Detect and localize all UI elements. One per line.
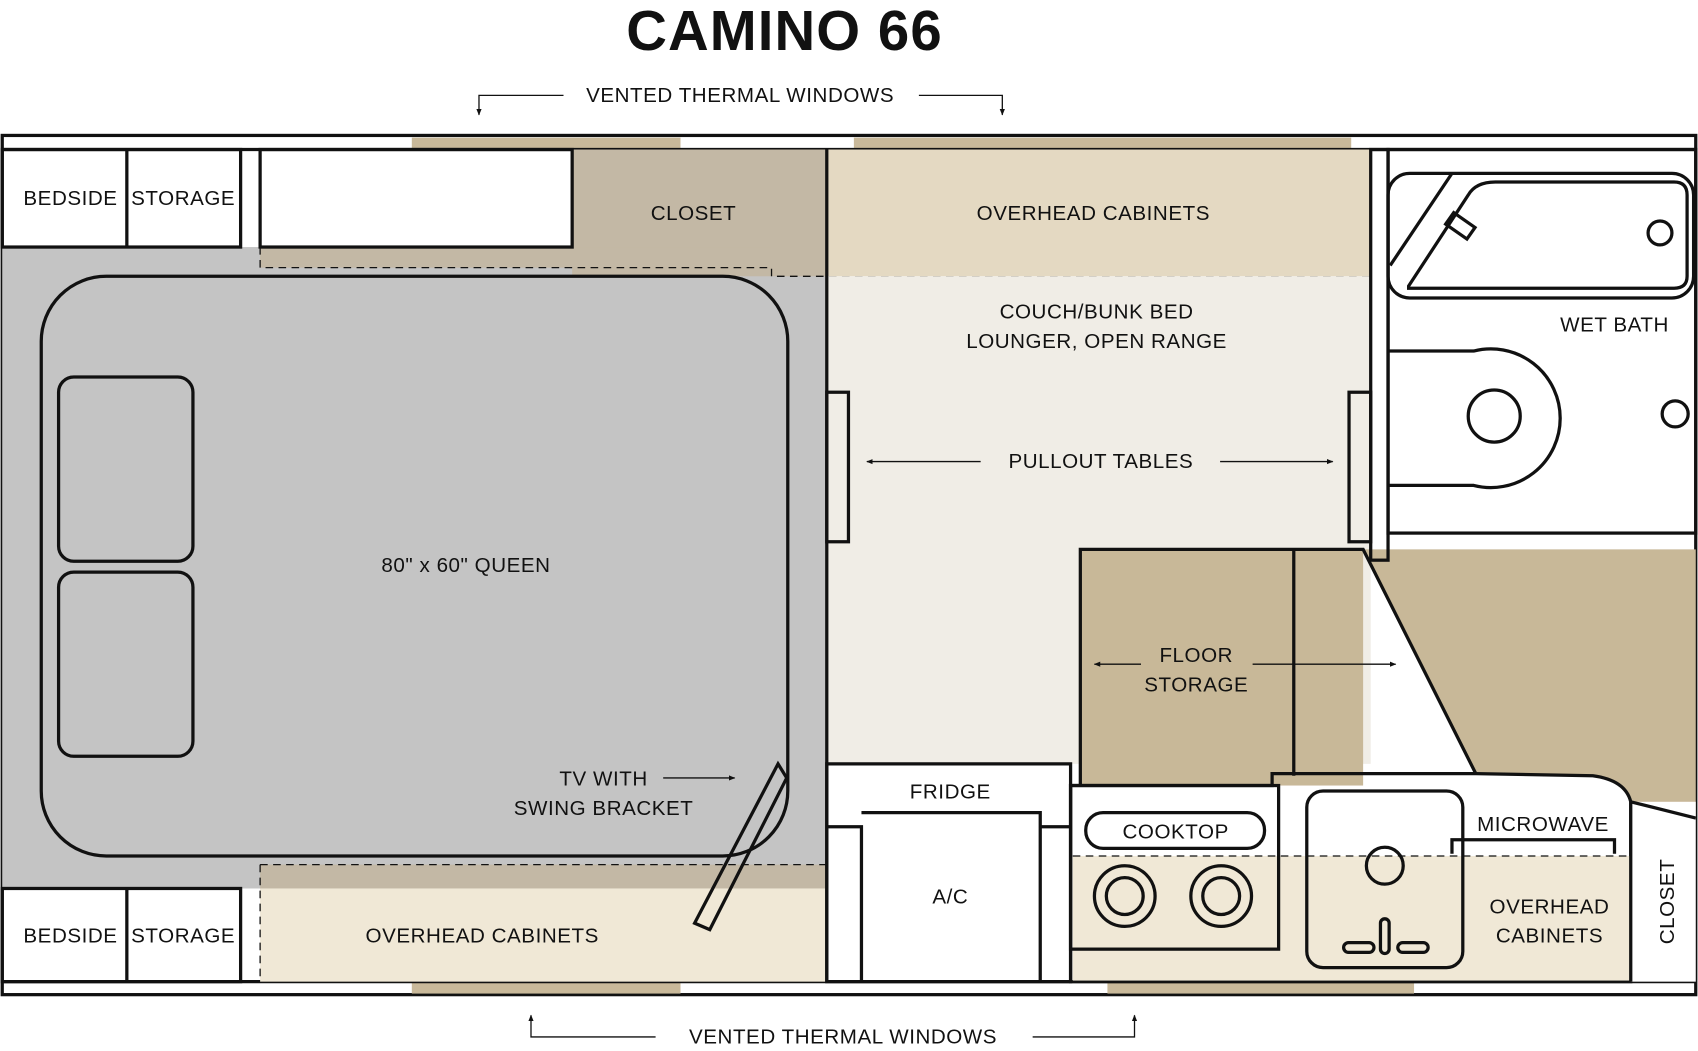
fridge [825,762,1073,984]
window-top-2 [853,137,1352,150]
sink-drain-icon [1364,845,1405,886]
windows-top-label: VENTED THERMAL WINDOWS [586,84,894,107]
closet-right [1630,801,1696,982]
window-top-1 [411,137,681,150]
windows-bottom-callout: VENTED THERMAL WINDOWS [528,1014,1138,1048]
page-title: CAMINO 66 [626,0,942,62]
shower-pan [1386,171,1696,300]
closet-right-label: CLOSET [1656,859,1679,945]
fridge-label: FRIDGE [910,781,991,804]
closet-top-label: CLOSET [651,202,737,225]
overhead-cabinet-bottom [260,888,827,982]
overhead-bottom-label: OVERHEAD CABINETS [366,925,599,948]
overhead-top-label: OVERHEAD CABINETS [977,202,1210,225]
bath-drain-icon [1660,399,1690,429]
cooktop-label: COOKTOP [1123,821,1229,844]
wet-bath-label: WET BATH [1560,314,1669,337]
ac-label: A/C [932,886,968,909]
wet-bath [1386,147,1698,535]
toilet-bowl-icon [1466,388,1522,444]
bath-wall [1369,147,1390,562]
faucet-icon [1378,917,1391,956]
couch-label-1: COUCH/BUNK BED [1000,301,1194,324]
window-bottom-2 [1107,982,1415,994]
storage-top-label: STORAGE [131,187,235,210]
pillow-2 [56,570,195,758]
bed-label: 80" x 60" QUEEN [381,554,550,577]
bedside-top-label: BEDSIDE [23,187,117,210]
windows-top-callout: VENTED THERMAL WINDOWS [476,84,1005,116]
floor-storage-label-2: STORAGE [1144,673,1248,696]
pullout-tables-label: PULLOUT TABLES [1008,450,1193,473]
floor-storage-label-1: FLOOR [1159,644,1233,667]
bedside-bottom-label: BEDSIDE [23,925,117,948]
overhead-cabinet-top-left [258,147,574,249]
windows-bottom-label: VENTED THERMAL WINDOWS [689,1025,997,1048]
tv-label-2: SWING BRACKET [514,797,694,820]
sink [1305,789,1465,970]
pillow-1 [56,375,195,563]
couch-label-2: LOUNGER, OPEN RANGE [966,330,1227,353]
bedside-storage-top [0,147,243,249]
bedside-storage-bottom [0,886,243,984]
burner-1-icon [1092,864,1157,929]
pullout-table-left [825,390,851,544]
overhead-right-label-1: OVERHEAD [1490,895,1610,918]
tv-swing-bracket [692,760,789,932]
burner-2-icon [1189,864,1254,929]
microwave [1450,838,1617,854]
queen-bed [39,274,790,858]
window-bottom-1 [411,982,681,994]
shower-drain-icon [1646,219,1674,247]
cooktop-badge [1084,811,1267,851]
bed-frame [2,247,827,889]
floor-storage [1080,549,1364,786]
toilet [1388,347,1562,490]
storage-bottom-label: STORAGE [131,925,235,948]
overhead-right-label-2: CABINETS [1496,925,1603,948]
overhead-cabinet-top [826,149,1371,277]
floor-storage-right [1363,549,1696,819]
microwave-label: MICROWAVE [1477,813,1609,836]
tv-label-1: TV WITH [559,768,647,791]
